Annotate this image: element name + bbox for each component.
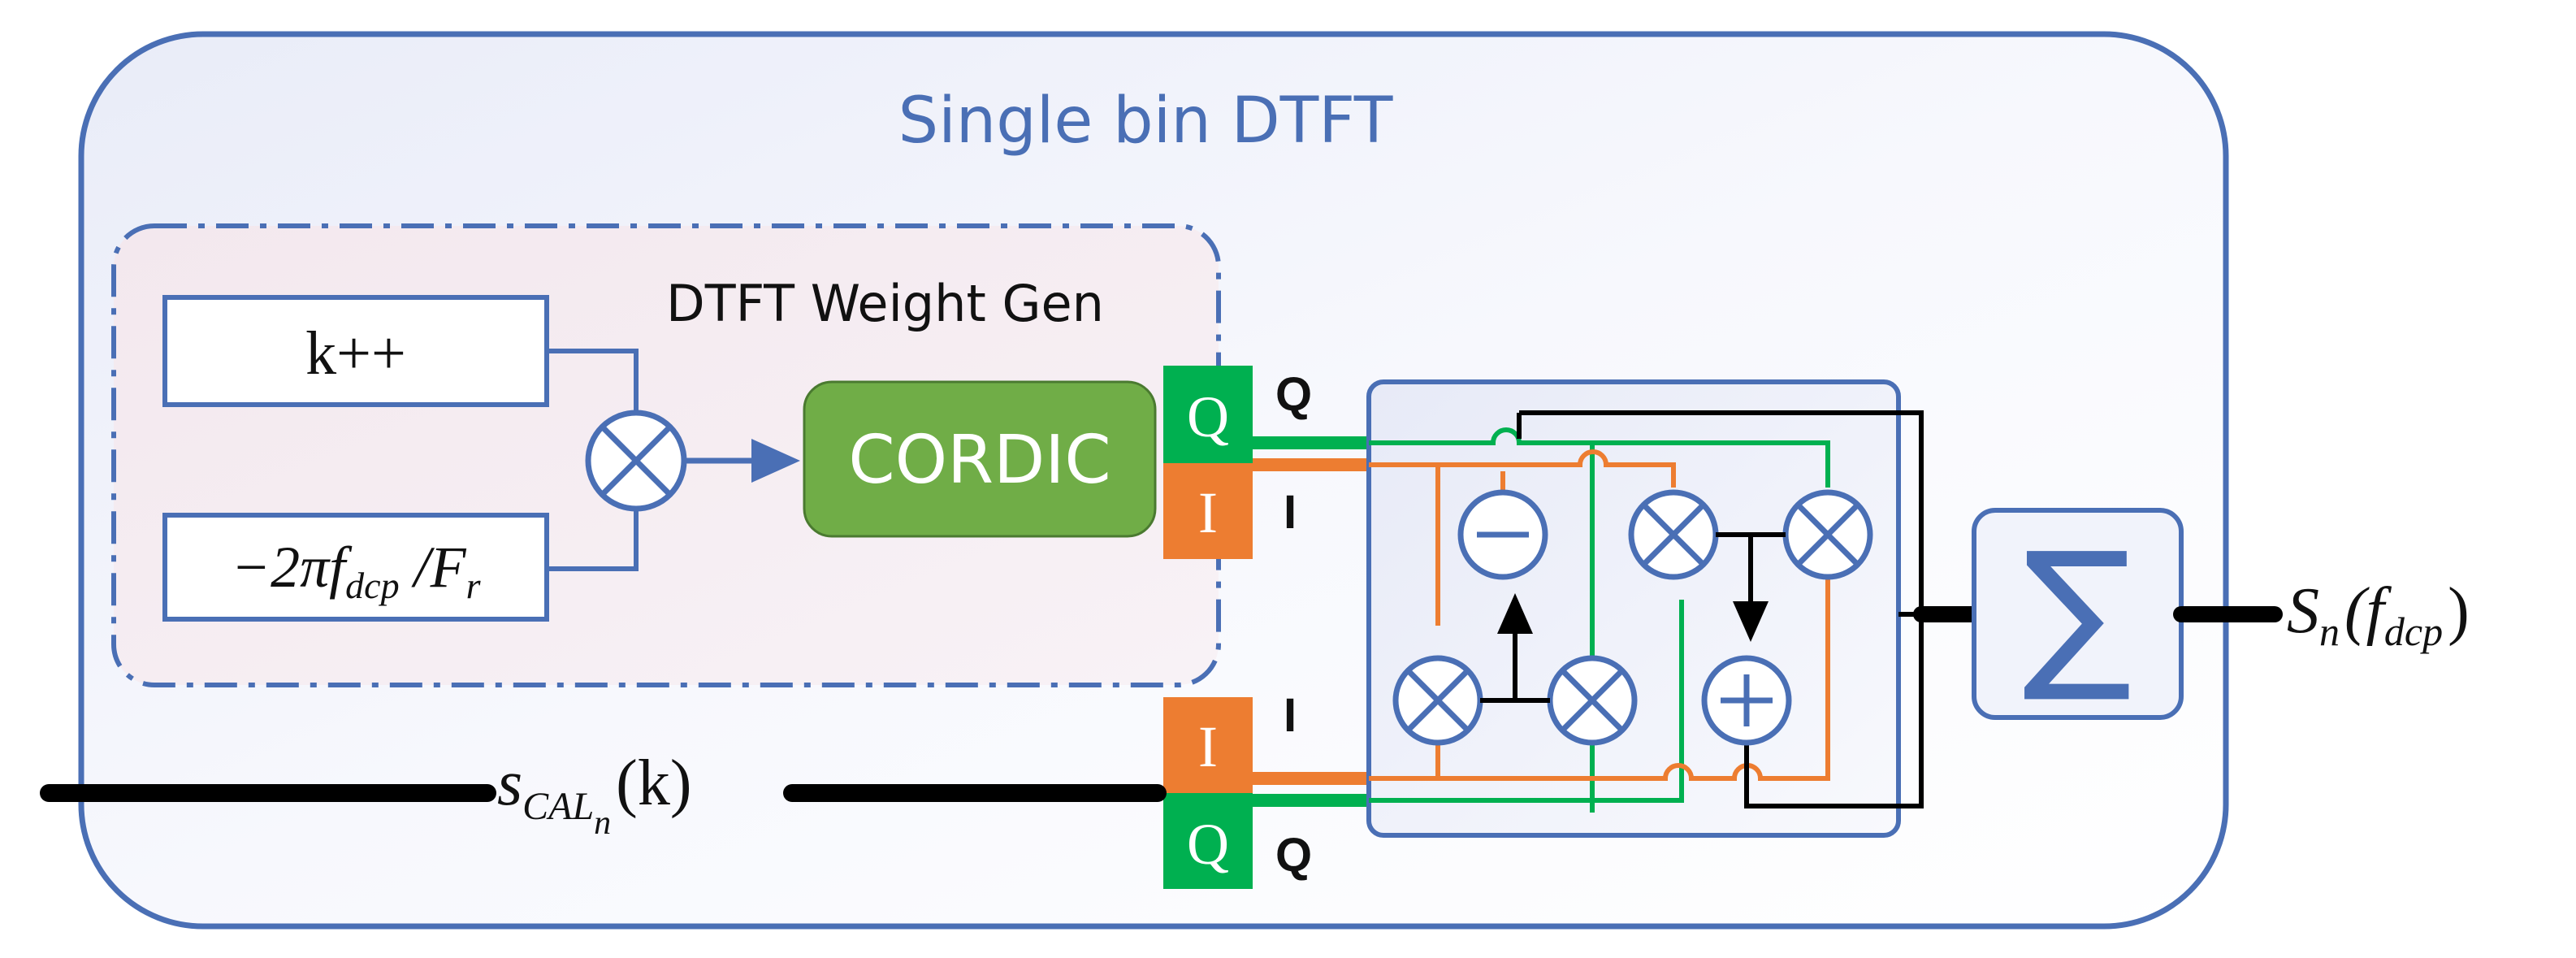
multiplier-bottom-middle-icon xyxy=(1547,655,1638,746)
top-i-side-label: I xyxy=(1284,486,1297,539)
input-signal-arg: (k) xyxy=(616,748,691,819)
bottom-i-side-label: I xyxy=(1284,689,1297,742)
counter-to-mult-wire xyxy=(547,349,639,413)
port-bottom-i-letter: I xyxy=(1198,714,1218,779)
complex-multiply-block xyxy=(1366,379,1901,838)
sigma-icon: ∑ xyxy=(2023,518,2132,707)
port-top-q-letter: Q xyxy=(1187,384,1229,449)
port-top-q xyxy=(1163,366,1253,463)
counter-box xyxy=(162,295,549,407)
multiplier-bottom-left-icon xyxy=(1392,655,1483,746)
top-q-side-label: Q xyxy=(1275,368,1312,421)
q-signal-wires xyxy=(1369,427,1830,813)
freq-to-mult-wire xyxy=(547,509,639,571)
black-arrows xyxy=(1480,532,1786,703)
frequency-divider: /F xyxy=(400,535,467,600)
port-bottom-i xyxy=(1163,697,1253,793)
bottom-q-side-label: Q xyxy=(1275,829,1312,882)
add-operator-icon xyxy=(1701,655,1792,746)
input-signal-main: s xyxy=(497,748,522,819)
input-signal-label: sCALn(k) xyxy=(497,748,691,842)
cordic-block xyxy=(803,380,1157,538)
counter-label: k++ xyxy=(305,319,406,388)
multiplier-top-right-icon xyxy=(1782,489,1873,580)
subtract-operator-icon xyxy=(1457,489,1548,580)
output-signal-arg-sub: dcp xyxy=(2384,609,2443,654)
cordic-label: CORDIC xyxy=(848,422,1110,499)
output-signal-close: ) xyxy=(2448,575,2470,647)
port-top-i xyxy=(1163,463,1253,559)
multiplier-top-middle-icon xyxy=(1628,489,1719,580)
port-top-i-letter: I xyxy=(1198,480,1218,545)
port-bottom-q-letter: Q xyxy=(1187,812,1229,877)
output-signal-open: (f xyxy=(2344,575,2392,647)
frequency-subscript: dcp xyxy=(345,565,399,606)
input-signal-subsub: n xyxy=(594,804,611,842)
output-signal-main: S xyxy=(2287,575,2319,647)
block-title: Single bin DTFT xyxy=(898,85,1393,158)
arrowhead-icon xyxy=(751,439,800,483)
port-bottom-q xyxy=(1163,793,1253,889)
output-signal-label: Sn(fdcp) xyxy=(2287,575,2470,654)
weight-multiplier-icon xyxy=(585,410,687,512)
frequency-div-subscript: r xyxy=(466,565,482,606)
frequency-main: −2πf xyxy=(232,535,353,600)
weight-gen-label: DTFT Weight Gen xyxy=(666,274,1104,333)
output-signal-sub: n xyxy=(2319,609,2340,654)
frequency-label: −2πfdcp /Fr xyxy=(232,535,482,606)
input-signal-sub: CAL xyxy=(522,785,594,828)
